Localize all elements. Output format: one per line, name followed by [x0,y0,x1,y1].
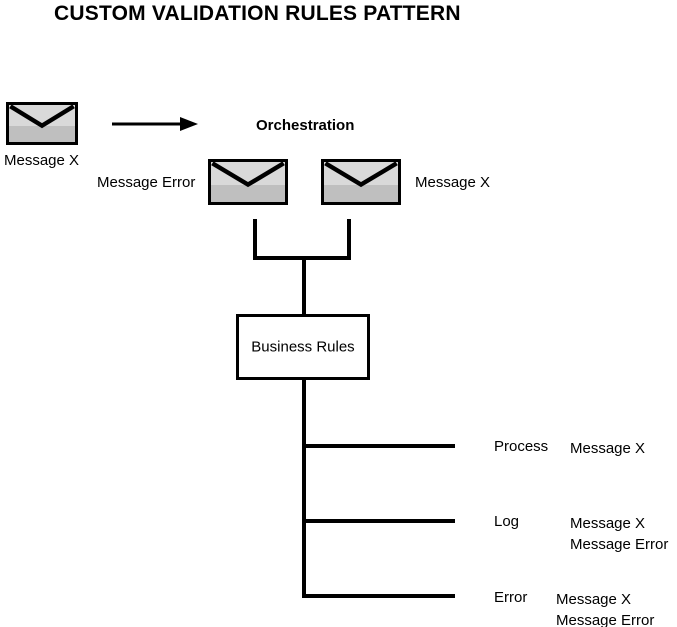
orchestration-title: Orchestration [256,117,355,134]
business-rules-box[interactable]: Business Rules [236,314,370,380]
envelope-flap-fill [211,162,285,186]
connector-drop-right [347,219,351,260]
connector-drop-left [253,219,257,260]
envelope-flap-fill [324,162,398,186]
arrow-right-icon [112,116,198,132]
branch-line-log [302,519,455,523]
branch-action-process: Process [494,438,549,455]
branch-message: Message X [570,515,646,532]
envelope-flap-fill [9,105,75,127]
branch-messages-log: Message X Message Error [570,513,668,555]
branch-messages-process: Message X [570,438,645,459]
page-title: CUSTOM VALIDATION RULES PATTERN [54,2,461,25]
branch-action-error: Error [494,589,528,606]
connector-stem-lower [302,378,306,598]
orchestration-left-label: Message Error [97,174,196,191]
branch-message: Message X [556,591,632,608]
envelope-icon-message-error [208,159,288,205]
envelope-icon-source [6,102,78,145]
branch-message: Message Error [570,536,669,553]
envelope-icon-message-x [321,159,401,205]
branch-line-error [302,594,455,598]
business-rules-label: Business Rules [251,338,355,356]
branch-line-process [302,444,455,448]
source-envelope-label: Message X [4,152,80,169]
orchestration-right-label: Message X [415,174,491,191]
branch-action-log: Log [494,513,520,530]
branch-messages-error: Message X Message Error [556,589,654,627]
connector-stem-upper [302,256,306,316]
branch-message: Message Error [556,612,655,627]
branch-message: Message X [570,440,646,457]
